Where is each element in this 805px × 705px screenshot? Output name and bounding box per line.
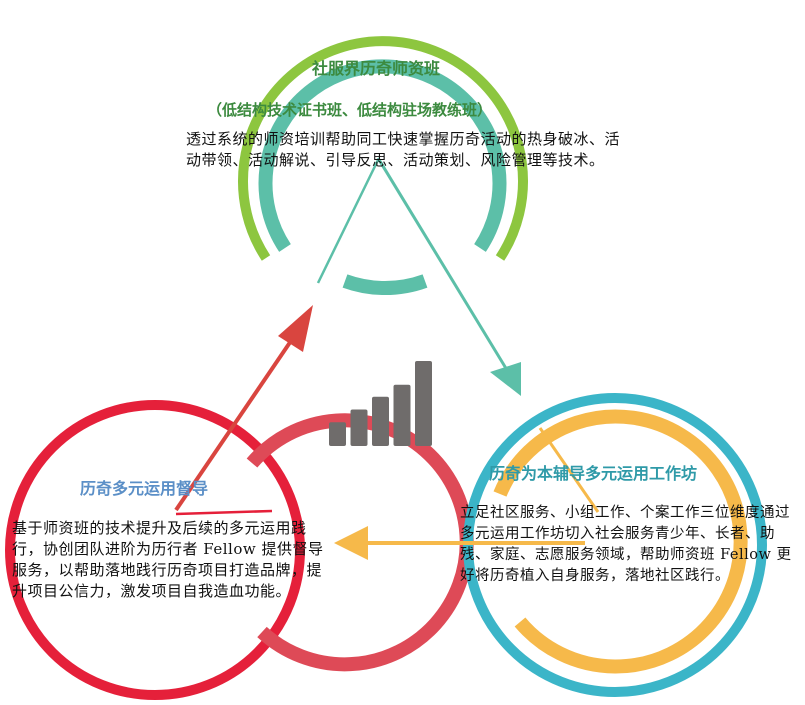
line-top-to-left	[316, 159, 380, 284]
bar-chart-icon	[329, 361, 432, 446]
left-underline	[175, 509, 273, 516]
top-circle-inner-ring	[258, 59, 507, 252]
arrow-left-to-top	[174, 305, 313, 512]
left-title: 历奇多元运用督导	[80, 479, 209, 498]
arrow-top-to-right	[376, 157, 521, 396]
left-circle-outer-ring	[5, 400, 305, 700]
top-circle-outer-ring	[238, 36, 528, 261]
bar-chart-icon-bar	[372, 396, 389, 446]
bar-chart-icon-bar	[415, 361, 432, 446]
bar-chart-icon-bar	[393, 384, 411, 446]
right-title: 历奇为本辅导多元运用工作坊	[489, 464, 698, 483]
bar-chart-icon-bar	[329, 422, 346, 446]
top-circle-inner-ring-bottom	[342, 274, 428, 296]
right-circle-inner-ring	[493, 409, 748, 674]
top-title: 社服界历奇师资班	[312, 59, 441, 78]
top-circle	[238, 36, 528, 296]
top-body: 透过系统的师资培训帮助同工快速掌握历奇活动的热身破冰、活动带领、活动解说、引导反…	[186, 130, 621, 169]
top-subtitle: （低结构技术证书班、低结构驻场教练班）	[207, 101, 493, 119]
right-body: 立足社区服务、小组工作、个案工作三位维度通过多元运用工作坊切入社会服务青少年、长…	[460, 505, 792, 584]
arrow-right-to-left	[334, 526, 585, 560]
bar-chart-icon-bar	[350, 409, 368, 446]
line-right-slant	[538, 427, 600, 513]
left-body: 基于师资班的技术提升及后续的多元运用践行，协创团队进阶为历行者 Fellow 提…	[12, 519, 324, 600]
